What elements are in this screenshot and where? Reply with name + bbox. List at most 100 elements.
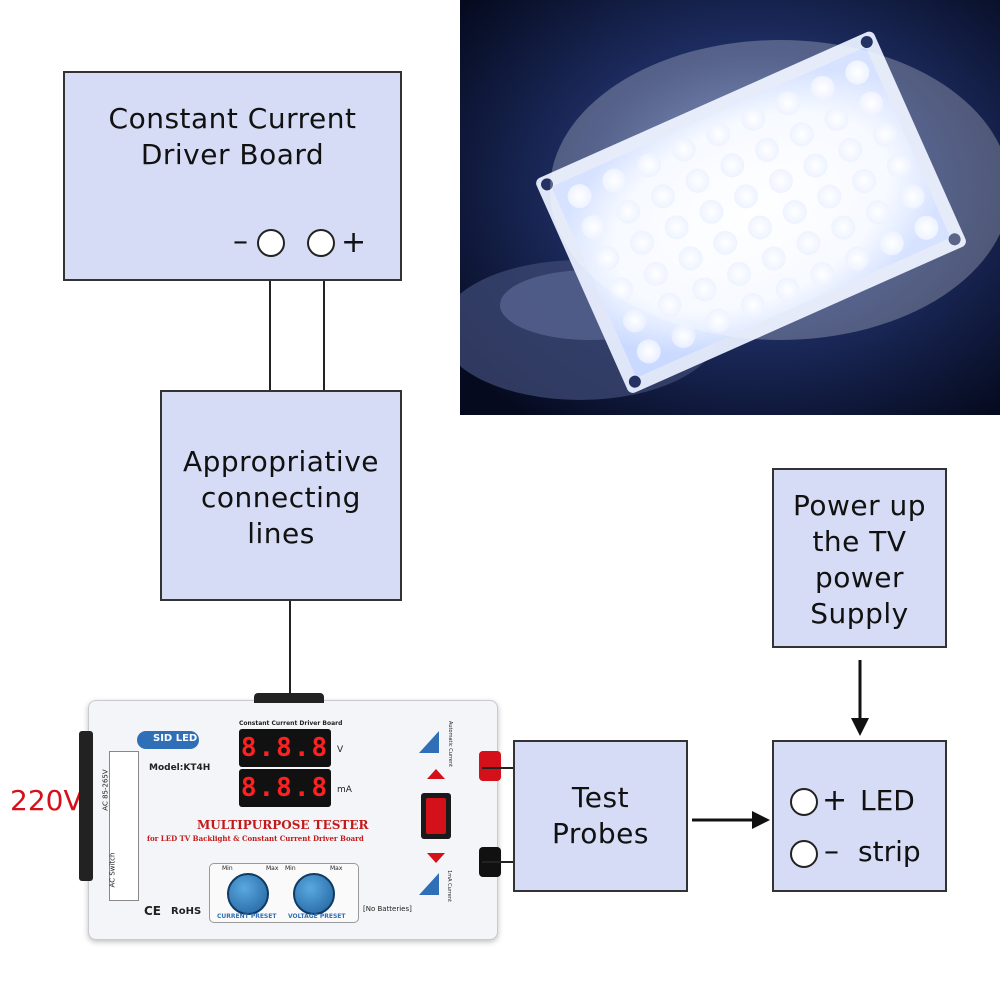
led-minus-sign: – (824, 834, 839, 869)
led-chip (637, 153, 662, 178)
led-chip (775, 91, 800, 116)
driver-board-title-line2: Driver Board (140, 138, 325, 171)
led-tester-device: AC 85-265V AC Switch SID LED Model:KT4H … (79, 693, 501, 940)
arrow-to-led-strip (692, 811, 770, 829)
led-chip (609, 277, 634, 302)
led-chip (650, 184, 675, 209)
arrow-power-to-led (851, 660, 869, 736)
led-chip (629, 230, 654, 255)
led-chip (657, 292, 682, 317)
led-negative-terminal (790, 840, 818, 868)
current-max-label: Max (266, 865, 279, 872)
led-chip (914, 215, 939, 240)
down-arrow-icon (427, 853, 445, 863)
power-title-line3: power (814, 561, 905, 594)
led-chip (692, 277, 717, 302)
led-chip (602, 168, 627, 193)
connecting-title-line3: lines (247, 517, 315, 550)
led-chip (865, 200, 890, 225)
probe-wire-top (482, 767, 514, 769)
auto-current-label: Automatic Current (447, 720, 454, 768)
connecting-title-line1: Appropriative (182, 445, 379, 478)
ac-panel (109, 751, 139, 901)
led-chip (879, 231, 904, 256)
power-switch[interactable] (421, 793, 451, 839)
current-preset-label: CURRENT PRESET (217, 913, 277, 920)
led-chip (796, 231, 821, 256)
one-ma-label: 1mA Current (445, 870, 452, 902)
voltage-min-label: Min (285, 865, 296, 872)
led-chip (755, 137, 780, 162)
voltage-preset-knob[interactable] (293, 873, 335, 915)
driver-negative-terminal (257, 229, 285, 257)
auto-current-bars-icon (419, 731, 439, 753)
led-chip (713, 230, 738, 255)
tester-top-cap (254, 693, 324, 703)
led-strip-box: + LED – strip (772, 740, 947, 892)
driver-minus-sign: – (233, 224, 248, 259)
voltage-max-label: Max (330, 865, 343, 872)
power-title-line4: Supply (810, 597, 909, 630)
positive-output-port[interactable] (479, 751, 501, 781)
led-chip (845, 60, 870, 85)
wire-positive (323, 281, 325, 391)
wire-negative (269, 281, 271, 391)
wire-to-tester (289, 601, 291, 701)
tester-heading: MULTIPURPOSE TESTER (197, 818, 369, 832)
driver-board-title-line1: Constant Current (108, 102, 357, 135)
probes-title-line2: Probes (551, 817, 649, 850)
probe-wire-bottom (482, 861, 514, 863)
led-chip (747, 215, 772, 240)
led-word: LED (860, 784, 915, 817)
led-chip (761, 246, 786, 271)
led-chip (671, 323, 696, 348)
power-switch-rocker (426, 798, 446, 834)
led-chip (775, 277, 800, 302)
led-chip (817, 184, 842, 209)
connecting-title-line2: connecting (201, 481, 361, 514)
brand-badge (137, 731, 199, 749)
probes-title-line1: Test (571, 781, 630, 814)
strip-word: strip (858, 835, 921, 868)
led-chip (859, 91, 884, 116)
led-chip (622, 308, 647, 333)
ce-mark: CE (144, 904, 162, 918)
led-chip (810, 262, 835, 287)
test-probes-box: Test Probes (513, 740, 688, 892)
voltage-display: 8.8.8 (239, 729, 331, 767)
led-chip (581, 215, 606, 240)
ac-range-label: AC 85-265V (101, 769, 110, 811)
led-chip (616, 199, 641, 224)
voltage-preset-label: VOLTAGE PRESET (288, 913, 346, 920)
one-ma-bars-icon (419, 873, 439, 895)
current-min-label: Min (222, 865, 233, 872)
led-plus-sign: + (822, 783, 848, 818)
led-positive-terminal (790, 788, 818, 816)
led-chip (831, 215, 856, 240)
power-title-line2: the TV (812, 525, 907, 558)
led-chip (741, 106, 766, 131)
led-chip (643, 261, 668, 286)
led-chip (678, 246, 703, 271)
led-chip (810, 75, 835, 100)
led-chip (886, 153, 911, 178)
led-chip (740, 293, 765, 318)
tester-subheading: for LED TV Backlight & Constant Current … (147, 834, 364, 843)
led-chip (706, 122, 731, 147)
tester-left-side (79, 731, 93, 881)
current-display: 8.8.8 (239, 769, 331, 807)
led-chip (671, 137, 696, 162)
display-title: Constant Current Driver Board (239, 720, 343, 727)
led-chip (567, 184, 592, 209)
volt-unit: V (337, 745, 344, 755)
led-chip (664, 215, 689, 240)
led-chip (734, 184, 759, 209)
led-chip (720, 153, 745, 178)
led-chip (852, 169, 877, 194)
connecting-lines-box: Appropriative connecting lines (160, 390, 402, 601)
led-panel-photo (460, 0, 1000, 415)
power-supply-box: Power up the TV power Supply (772, 468, 947, 648)
current-preset-knob[interactable] (227, 873, 269, 915)
led-chip (685, 168, 710, 193)
